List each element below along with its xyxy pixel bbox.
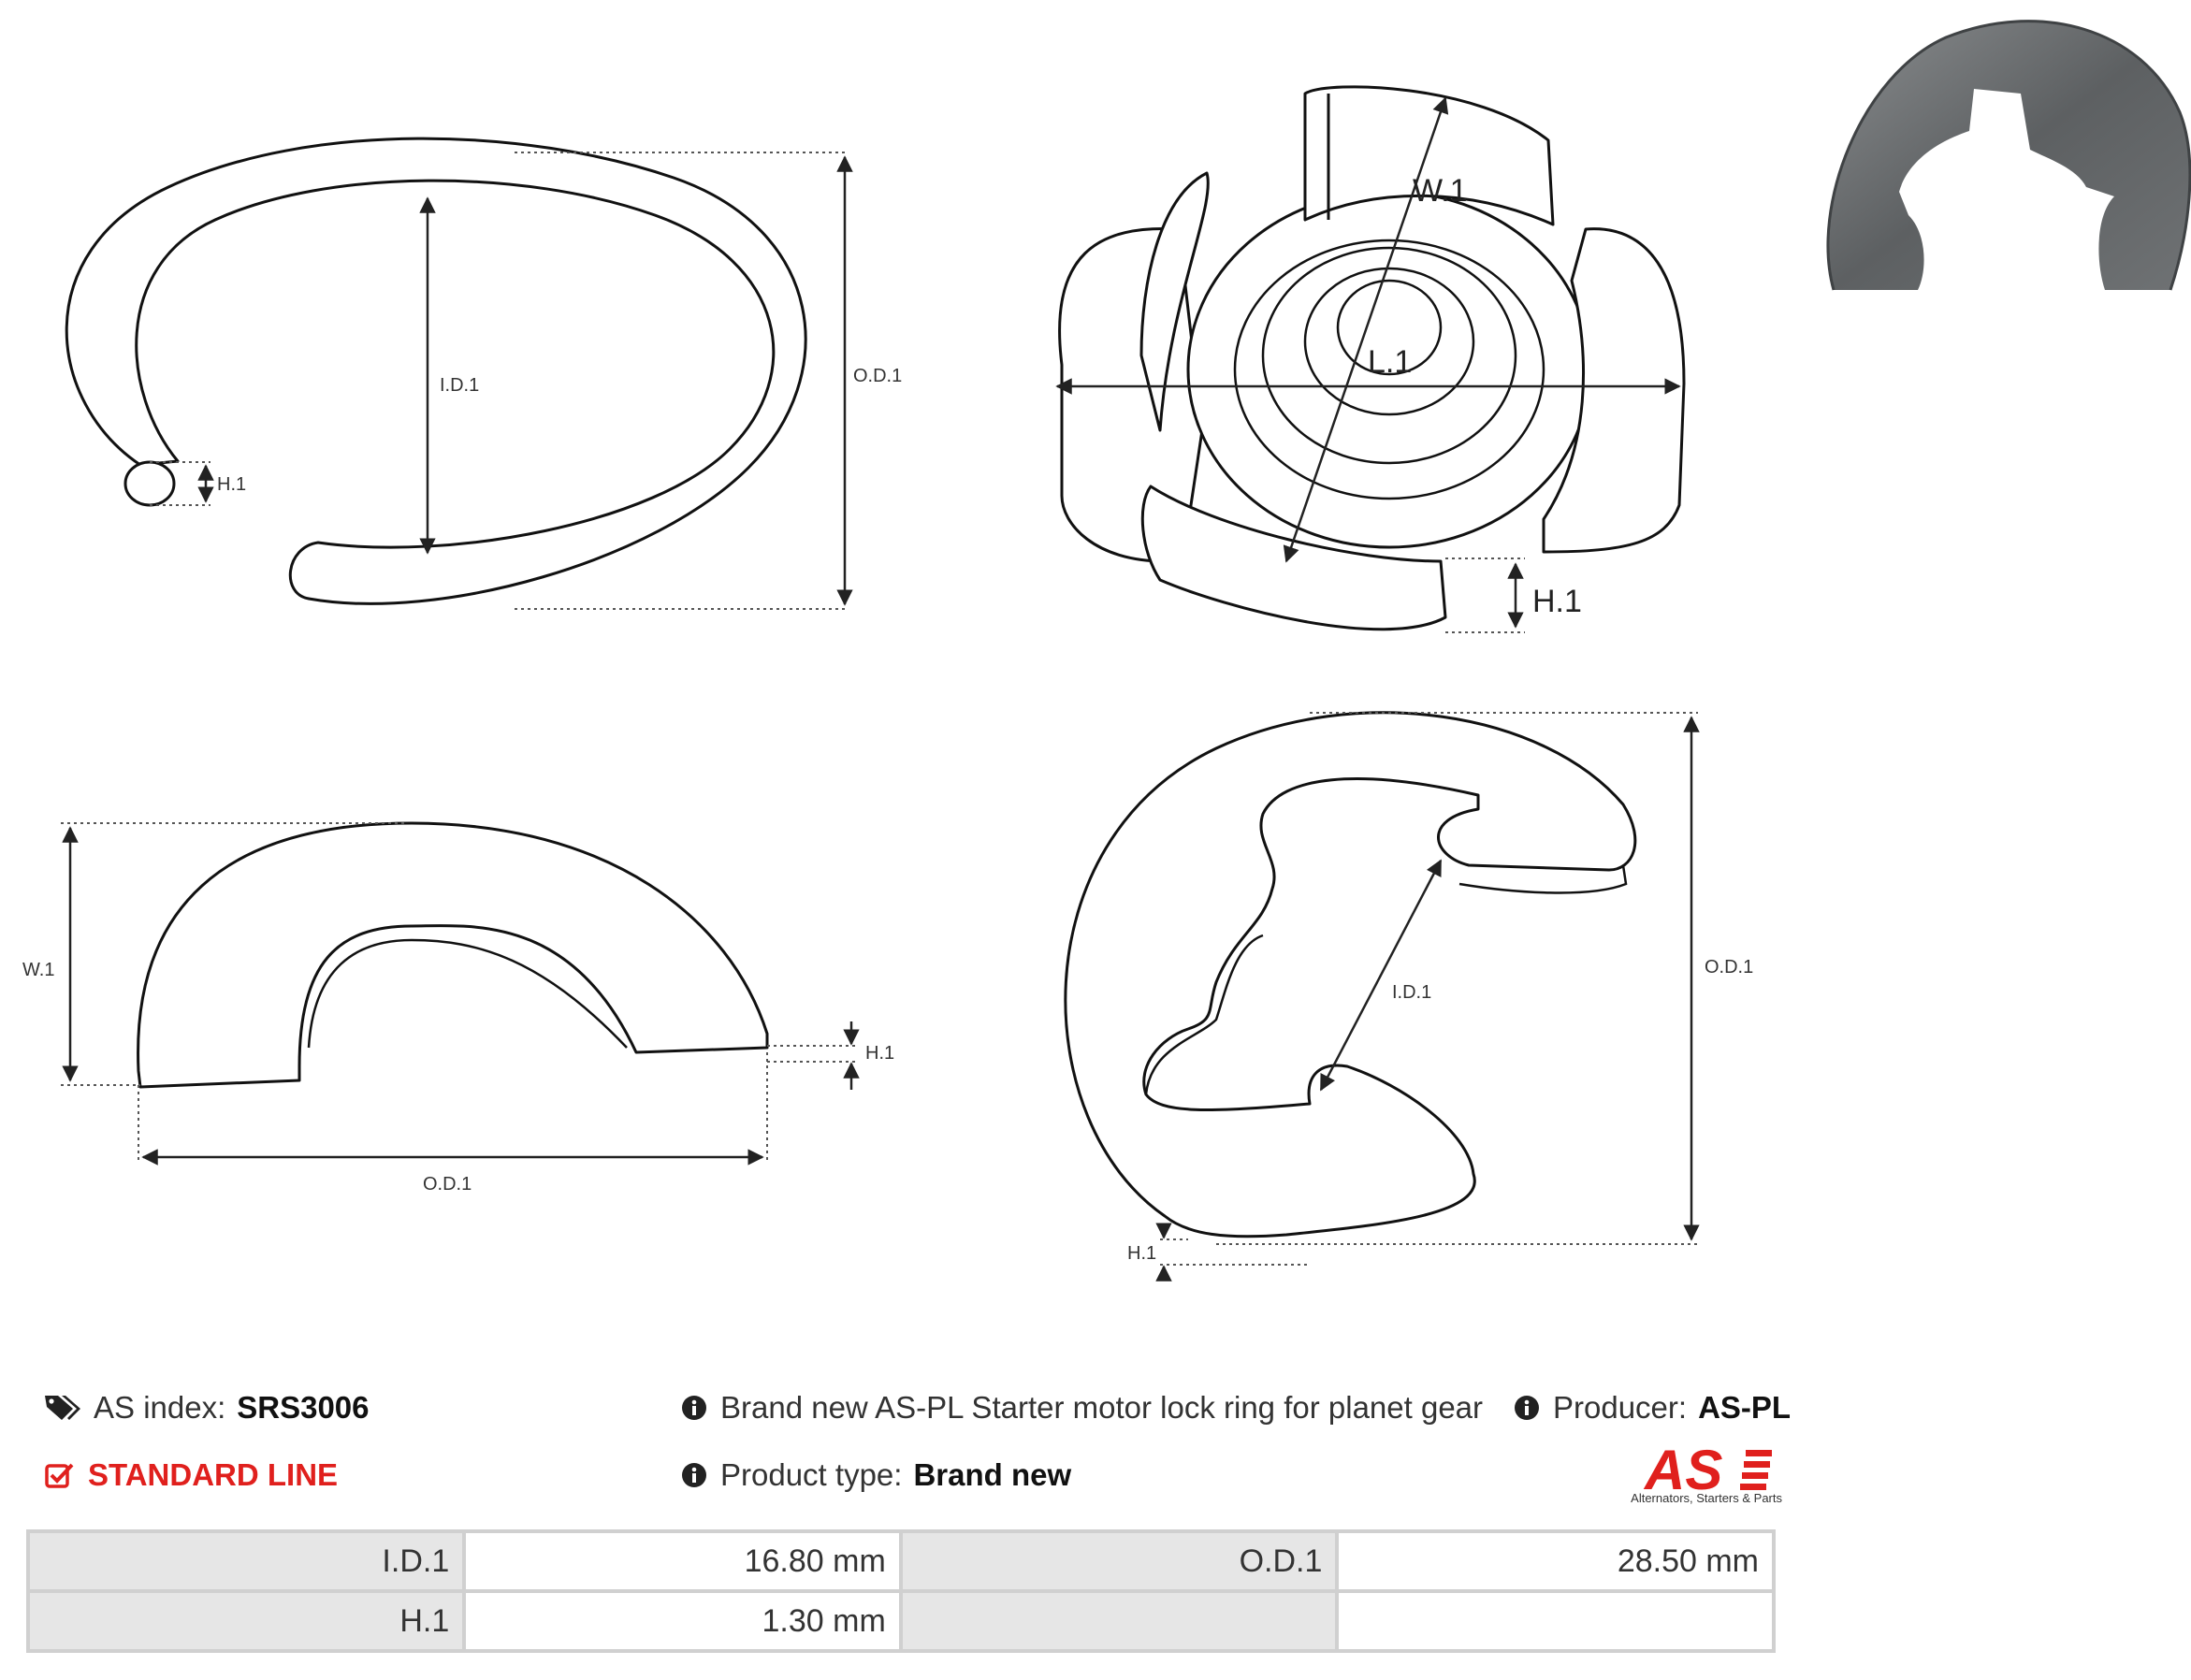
as-pl-logo: AS <box>1607 1439 1785 1506</box>
product-type-value: Brand new <box>913 1457 1072 1492</box>
spec-label <box>902 1593 1336 1649</box>
l-label-2: L.1 <box>1368 344 1412 380</box>
description: Brand new AS-PL Starter motor lock ring … <box>681 1390 1483 1426</box>
as-index-label: AS index: <box>94 1390 226 1425</box>
od-label-1: O.D.1 <box>853 366 902 386</box>
h-label-1: H.1 <box>217 474 246 495</box>
ring-e-clip-view: I.D.1 O.D.1 H.1 <box>1064 711 1753 1282</box>
table-row: H.1 1.30 mm <box>30 1593 1772 1649</box>
as-index: AS index: SRS3006 <box>45 1390 370 1426</box>
tags-icon <box>45 1394 80 1422</box>
spec-value: 1.30 mm <box>466 1593 899 1649</box>
table-row: I.D.1 16.80 mm O.D.1 28.50 mm <box>30 1533 1772 1589</box>
w-label-3: W.1 <box>22 960 54 980</box>
w-label-2: W.1 <box>1413 173 1468 209</box>
spec-value: 16.80 mm <box>466 1533 899 1589</box>
od-label-4: O.D.1 <box>1705 957 1753 978</box>
id-label-4: I.D.1 <box>1392 982 1431 1003</box>
svg-text:AS: AS <box>1643 1441 1722 1495</box>
spec-label: I.D.1 <box>30 1533 463 1589</box>
ring-3d-view: W.1 L.1 H.1 <box>1055 85 1686 633</box>
ring-top-view: O.D.1 I.D.1 H.1 <box>65 137 902 610</box>
producer: Producer: AS-PL <box>1514 1390 1791 1426</box>
standard-line-text: STANDARD LINE <box>88 1457 339 1492</box>
spec-label: O.D.1 <box>902 1533 1336 1589</box>
h-label-2: H.1 <box>1532 584 1582 619</box>
logo-tagline: Alternators, Starters & Parts <box>1631 1491 1782 1505</box>
ring-side-view: W.1 H.1 O.D.1 <box>22 821 894 1195</box>
info-icon <box>1514 1395 1540 1421</box>
id-label-1: I.D.1 <box>440 375 479 396</box>
description-text: Brand new AS-PL Starter motor lock ring … <box>720 1390 1484 1425</box>
info-icon <box>681 1395 707 1421</box>
standard-line: STANDARD LINE <box>45 1457 338 1493</box>
as-index-value: SRS3006 <box>237 1390 370 1425</box>
h-label-3: H.1 <box>865 1043 894 1064</box>
producer-label: Producer: <box>1553 1390 1688 1425</box>
product-photo <box>1826 20 2191 291</box>
spec-value <box>1339 1593 1772 1649</box>
h-label-4: H.1 <box>1127 1243 1156 1264</box>
product-type: Product type: Brand new <box>681 1457 1071 1493</box>
producer-value: AS-PL <box>1698 1390 1792 1425</box>
product-type-label: Product type: <box>720 1457 903 1492</box>
od-label-3: O.D.1 <box>423 1174 472 1195</box>
spec-label: H.1 <box>30 1593 463 1649</box>
spec-table: I.D.1 16.80 mm O.D.1 28.50 mm H.1 1.30 m… <box>26 1529 1776 1653</box>
spec-value: 28.50 mm <box>1339 1533 1772 1589</box>
check-square-icon <box>45 1461 75 1489</box>
info-icon <box>681 1462 707 1488</box>
